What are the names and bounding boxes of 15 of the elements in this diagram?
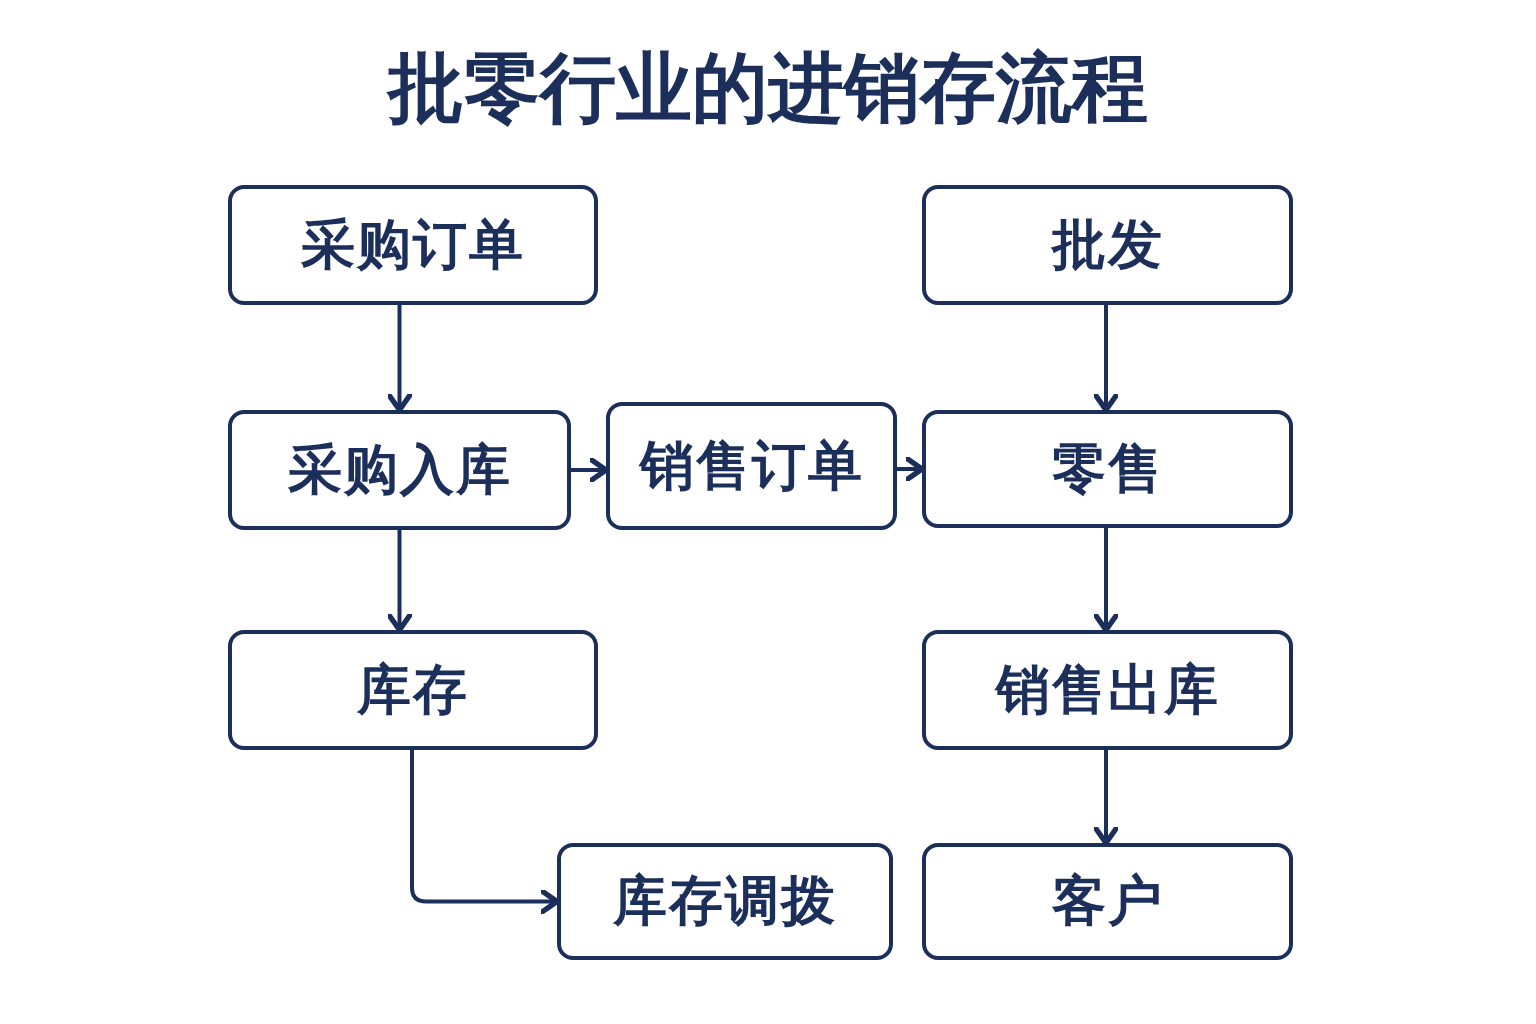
process-box: 批发 [922,185,1293,305]
process-box: 销售出库 [922,630,1293,750]
process-box: 采购订单 [228,185,598,305]
arrow [386,305,413,413]
process-box: 采购入库 [228,410,571,530]
process-box: 销售订单 [606,402,897,530]
arrow [1092,750,1120,846]
process-box: 库存 [228,630,598,750]
arrow [1092,305,1120,413]
process-box: 库存调拨 [557,843,893,960]
arrow [386,530,413,633]
title: 批零行业的进销存流程 [385,42,1149,134]
process-box: 客户 [922,843,1293,960]
arrow [1092,528,1120,633]
process-box: 零售 [922,410,1293,528]
